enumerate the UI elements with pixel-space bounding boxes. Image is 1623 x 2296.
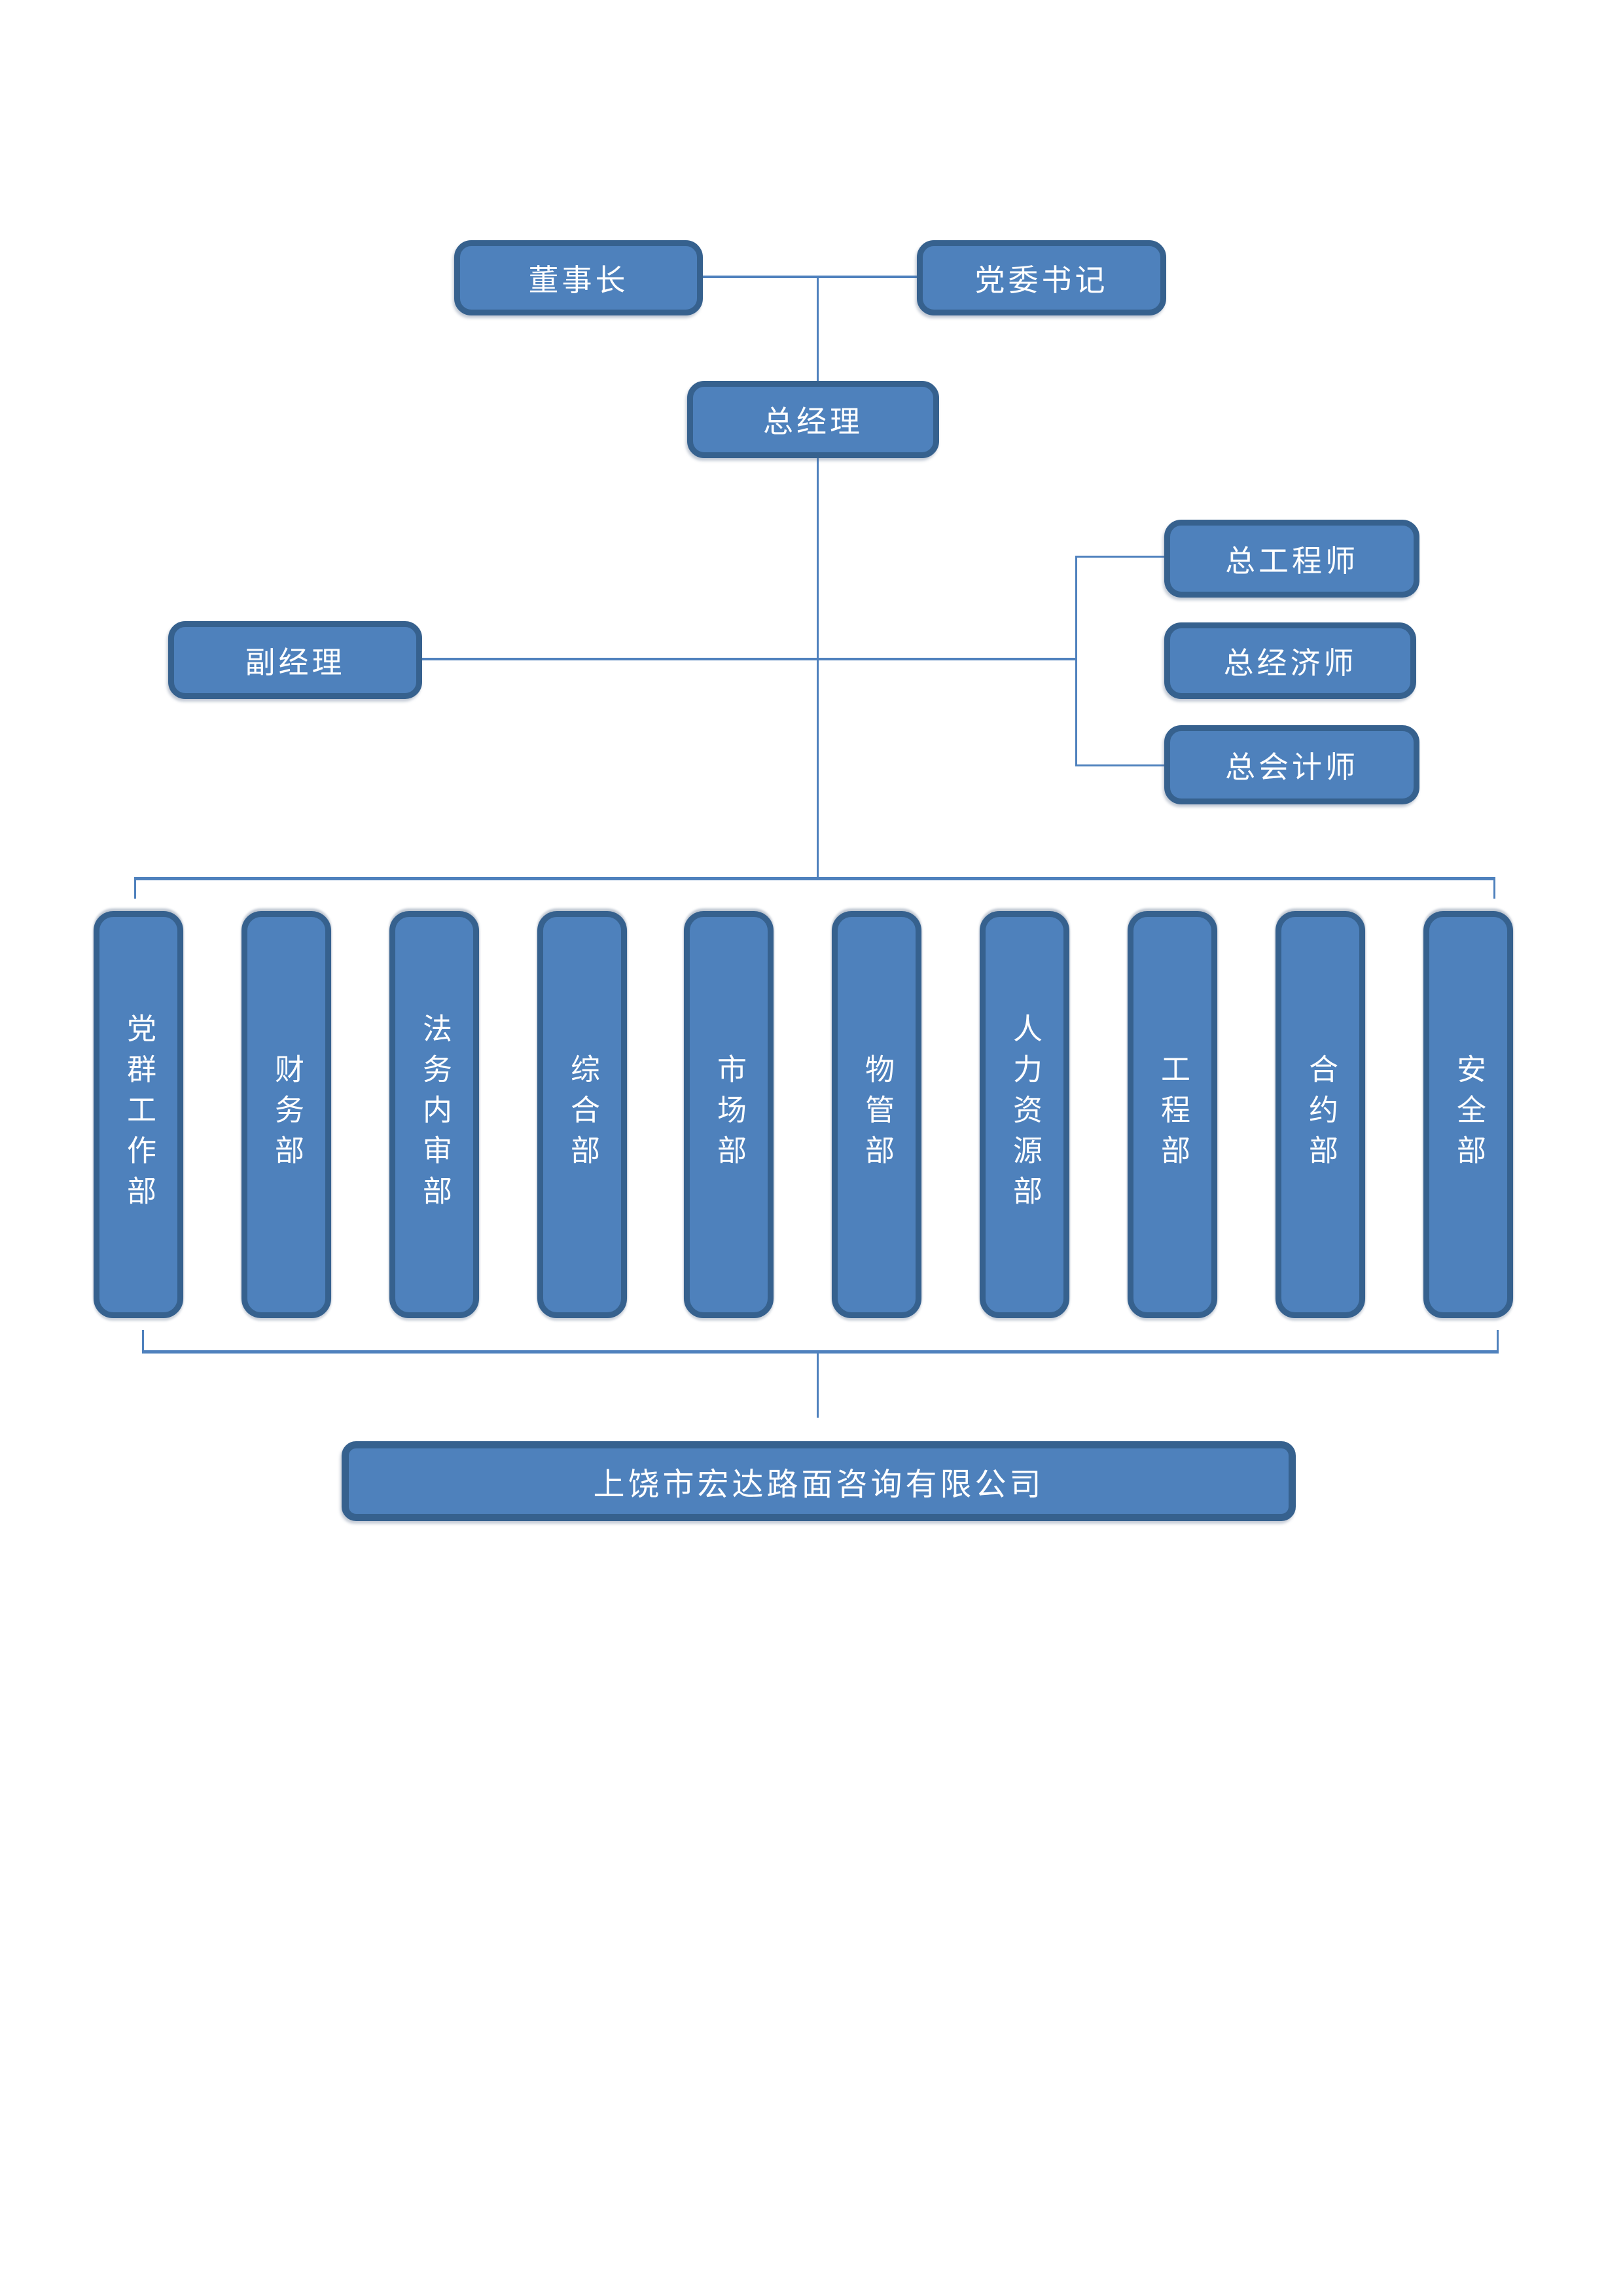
dept-human-resources-label: 人力资源部 (1008, 1013, 1041, 1216)
connector-company-tick-right (1497, 1330, 1499, 1350)
connector-departments-tick-right (1493, 880, 1495, 899)
connector-chiefs-bracket (1075, 556, 1077, 766)
chief-economist-label: 总经济师 (1223, 646, 1357, 680)
dept-property-management-label: 物管部 (861, 1054, 893, 1175)
dept-party-mass-work: 党群工作部 (94, 911, 183, 1318)
dept-safety: 安全部 (1423, 911, 1513, 1318)
node-general-manager: 总经理 (687, 381, 939, 458)
dept-safety-label: 安全部 (1452, 1054, 1485, 1175)
node-chairman: 董事长 (454, 240, 703, 315)
connector-chief-engineer-stub (1077, 556, 1164, 558)
general-manager-label: 总经理 (763, 405, 863, 439)
dept-general-affairs-label: 综合部 (566, 1054, 599, 1175)
connector-departments-tick-left (134, 880, 136, 899)
dept-contract: 合约部 (1275, 911, 1365, 1318)
dept-engineering: 工程部 (1128, 911, 1217, 1318)
dept-general-affairs: 综合部 (537, 911, 627, 1318)
dept-marketing: 市场部 (684, 911, 774, 1318)
dept-party-mass-work-label: 党群工作部 (122, 1013, 155, 1216)
company-label: 上饶市宏达路面咨询有限公司 (593, 1467, 1044, 1502)
dept-engineering-label: 工程部 (1156, 1054, 1189, 1175)
chief-engineer-label: 总工程师 (1225, 544, 1359, 578)
chief-accountant-label: 总会计师 (1225, 750, 1359, 784)
node-chief-accountant: 总会计师 (1164, 725, 1419, 804)
node-company: 上饶市宏达路面咨询有限公司 (342, 1441, 1296, 1521)
node-chief-economist: 总经济师 (1164, 622, 1416, 699)
dept-property-management: 物管部 (832, 911, 921, 1318)
dept-legal-internal-audit: 法务内审部 (389, 911, 479, 1318)
chairman-label: 董事长 (528, 263, 629, 297)
node-party-secretary: 党委书记 (917, 240, 1166, 315)
connector-departments-bracket (134, 877, 1495, 880)
connector-chief-accountant-stub (1077, 764, 1164, 766)
dept-contract-label: 合约部 (1304, 1054, 1337, 1175)
connector-to-general-manager (817, 278, 819, 382)
deputy-manager-label: 副经理 (245, 645, 346, 679)
node-deputy-manager: 副经理 (168, 621, 422, 699)
connector-to-company (817, 1354, 819, 1418)
connector-company-bracket (142, 1350, 1499, 1354)
connector-main-trunk (817, 458, 819, 880)
dept-marketing-label: 市场部 (713, 1054, 745, 1175)
connector-deputy-manager (422, 658, 1077, 660)
dept-finance: 财务部 (241, 911, 331, 1318)
connector-chairman-secretary (703, 276, 917, 278)
dept-finance-label: 财务部 (270, 1054, 303, 1175)
dept-human-resources: 人力资源部 (980, 911, 1069, 1318)
party-secretary-label: 党委书记 (974, 263, 1109, 297)
connector-company-tick-left (142, 1330, 144, 1350)
dept-legal-internal-audit-label: 法务内审部 (418, 1013, 451, 1216)
node-chief-engineer: 总工程师 (1164, 520, 1419, 598)
